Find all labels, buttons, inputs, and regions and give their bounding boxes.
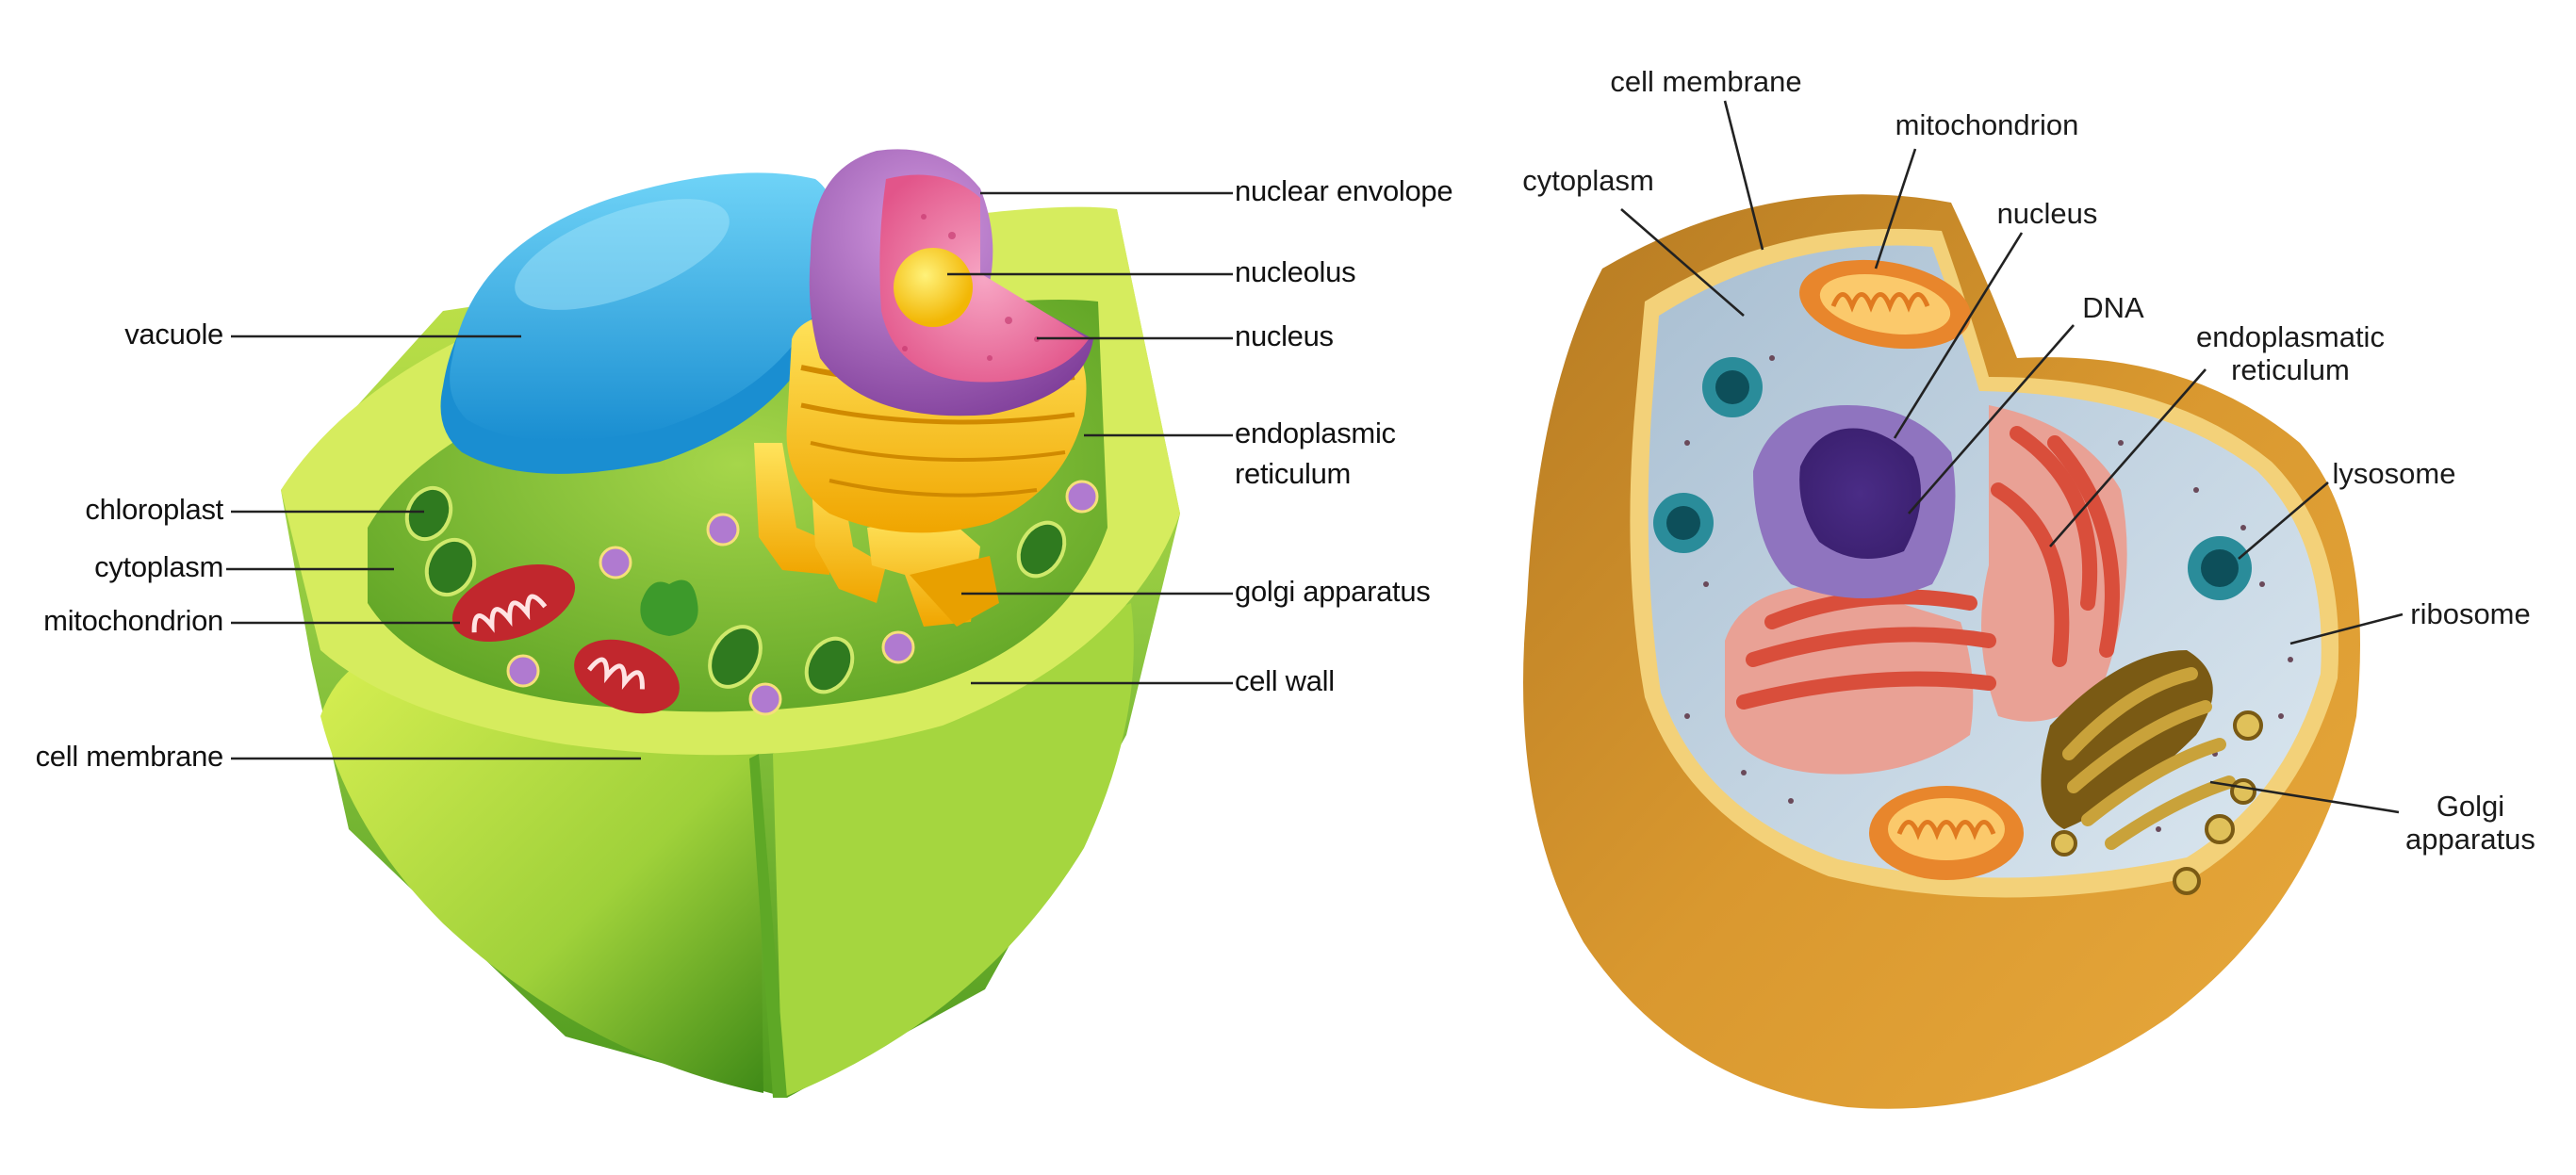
animal-leader-lines bbox=[1620, 100, 2404, 814]
plant-leader-lines bbox=[226, 191, 1233, 760]
label-animal-cell-membrane: cell membrane bbox=[1610, 65, 1801, 98]
label-animal-nucleus: nucleus bbox=[1997, 197, 2098, 230]
animal-nucleus bbox=[1753, 405, 1956, 598]
label-chloroplast: chloroplast bbox=[85, 493, 223, 526]
label-cell-wall: cell wall bbox=[1235, 664, 1335, 697]
plant-cell-wall-edge bbox=[749, 754, 787, 1098]
plant-labels: nuclear envolope nucleolus nucleus endop… bbox=[36, 174, 1453, 773]
label-cytoplasm: cytoplasm bbox=[94, 550, 223, 583]
label-animal-mitochondrion: mitochondrion bbox=[1895, 108, 2079, 141]
animal-labels: cell membrane mitochondrion cytoplasm nu… bbox=[1522, 65, 2535, 856]
label-nucleus: nucleus bbox=[1235, 319, 1334, 352]
label-animal-er-line2: reticulum bbox=[2231, 353, 2350, 386]
vacuole bbox=[440, 172, 836, 474]
chloroplasts bbox=[404, 485, 1067, 694]
label-animal-cytoplasm: cytoplasm bbox=[1522, 164, 1654, 197]
plant-nucleus bbox=[809, 149, 1093, 416]
label-vacuole: vacuole bbox=[124, 318, 223, 351]
label-nucleolus: nucleolus bbox=[1235, 255, 1355, 288]
label-animal-lysosome: lysosome bbox=[2333, 457, 2456, 490]
animal-golgi-apparatus bbox=[2041, 650, 2263, 895]
label-endoplasmic-line2: reticulum bbox=[1235, 457, 1351, 490]
lysosomes bbox=[1653, 357, 2252, 600]
label-mitochondrion: mitochondrion bbox=[43, 604, 223, 637]
label-golgi-apparatus: golgi apparatus bbox=[1235, 575, 1431, 608]
label-animal-golgi-line1: Golgi bbox=[2437, 790, 2504, 823]
plant-mitochondria bbox=[451, 563, 680, 714]
animal-endoplasmic-reticulum bbox=[1725, 405, 2127, 775]
label-animal-ribosome: ribosome bbox=[2410, 597, 2531, 630]
plant-cell-wall-front-left bbox=[320, 650, 763, 1093]
label-animal-er-line1: endoplasmatic bbox=[2196, 320, 2385, 353]
animal-mitochondria bbox=[1799, 259, 2024, 880]
label-nuclear-envelope: nuclear envolope bbox=[1235, 174, 1452, 207]
nucleolus bbox=[894, 248, 973, 327]
label-cell-membrane: cell membrane bbox=[36, 740, 223, 773]
dna bbox=[1799, 428, 1921, 559]
label-endoplasmic-line1: endoplasmic bbox=[1235, 416, 1396, 449]
plant-cell bbox=[281, 149, 1180, 1098]
label-animal-golgi-line2: apparatus bbox=[2405, 823, 2535, 856]
vesicles bbox=[506, 480, 1099, 716]
animal-cell bbox=[1523, 194, 2360, 1109]
label-animal-dna: DNA bbox=[2082, 291, 2144, 324]
plant-organelle bbox=[640, 579, 698, 636]
